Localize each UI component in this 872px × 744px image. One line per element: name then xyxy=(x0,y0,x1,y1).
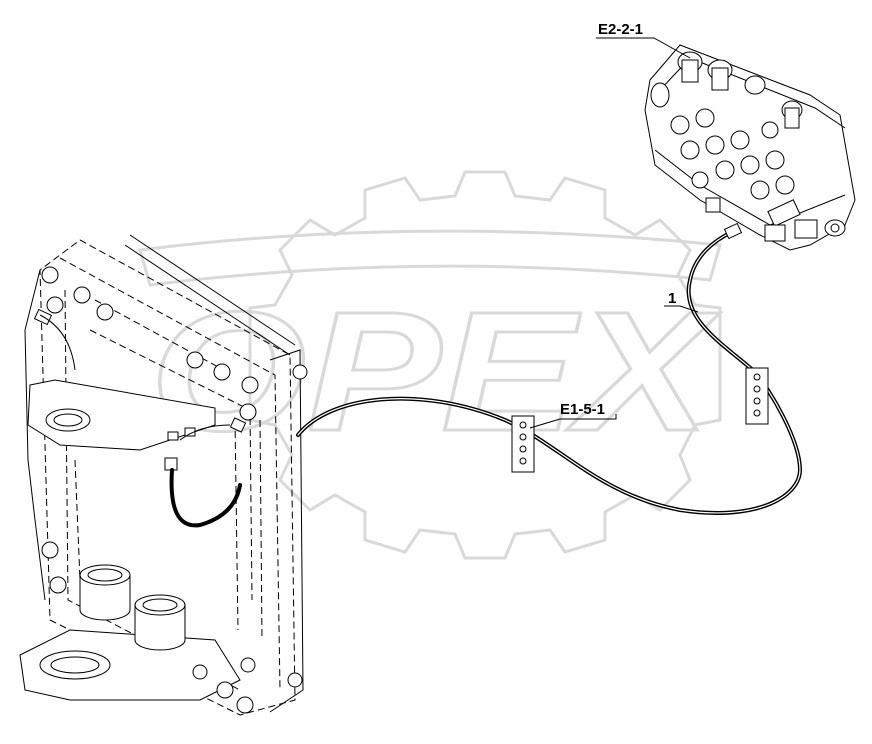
callout-clamp: E1-5-1 xyxy=(560,401,605,418)
frame-assembly xyxy=(19,234,308,716)
leader-clamp xyxy=(529,414,617,429)
watermark-swoosh xyxy=(138,229,722,287)
watermark-logo: OPEX xyxy=(138,170,722,560)
bolt-heads xyxy=(41,266,308,714)
hose-end-fitting xyxy=(723,222,743,240)
clamp-right xyxy=(745,367,769,425)
leader-valve xyxy=(596,37,691,59)
leader-hose xyxy=(664,305,699,313)
clamp-middle xyxy=(511,415,535,473)
hose-assembly xyxy=(296,222,803,515)
callout-hose: 1 xyxy=(668,290,676,307)
callout-valve-block: E2-2-1 xyxy=(598,21,643,38)
valve-block xyxy=(644,44,856,251)
frame-fittings xyxy=(33,308,247,471)
watermark-text: OPEX xyxy=(150,277,720,467)
